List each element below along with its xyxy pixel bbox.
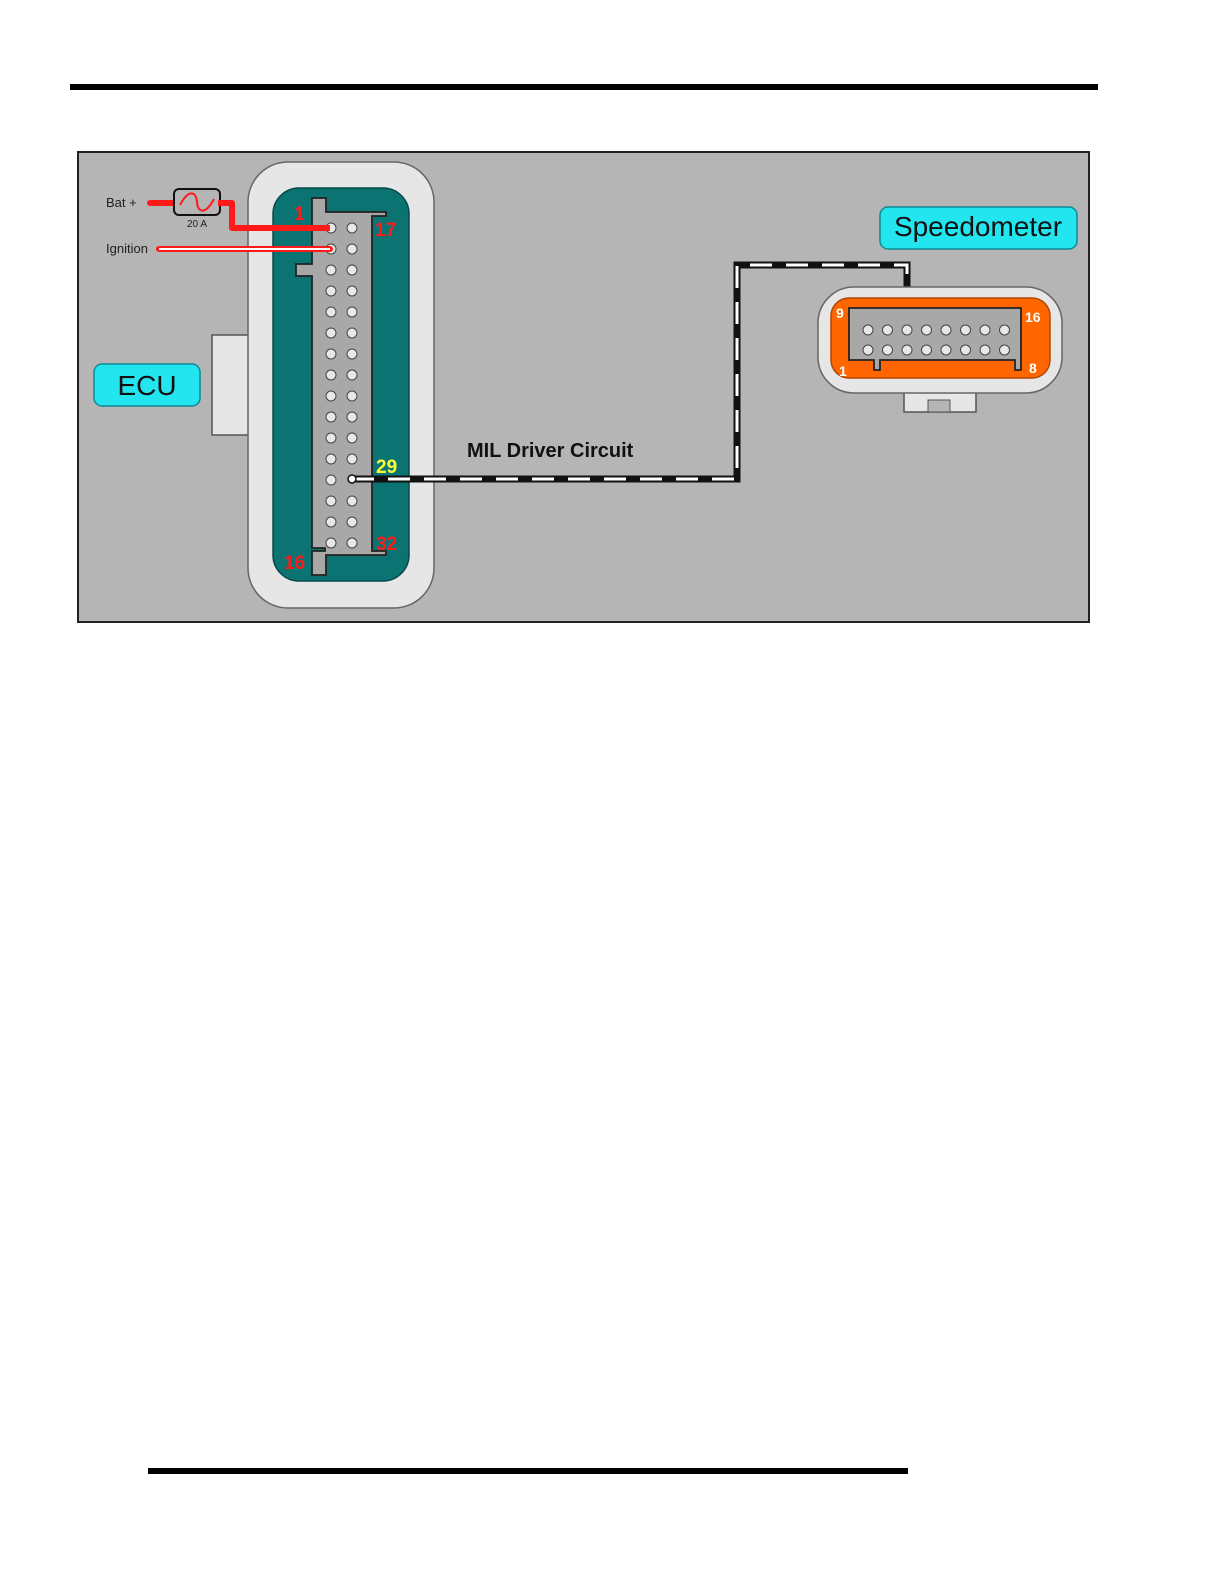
speedo-pin (941, 345, 951, 355)
ecu-pin (326, 370, 336, 380)
speedo-pin (883, 345, 893, 355)
speedo-pin-1-label: 1 (839, 363, 847, 379)
speedo-pin (980, 325, 990, 335)
footer-rule (148, 1468, 908, 1474)
ecu-pin (326, 307, 336, 317)
ecu-pin (347, 349, 357, 359)
ecu-pin (347, 517, 357, 527)
mil-circuit-label: MIL Driver Circuit (467, 440, 634, 462)
ecu-pin (326, 538, 336, 548)
speedo-pin (902, 325, 912, 335)
ecu-pin (347, 496, 357, 506)
speedo-pin (863, 325, 873, 335)
ecu-pin (347, 412, 357, 422)
ecu-pin (347, 370, 357, 380)
ignition-label: Ignition (106, 241, 148, 256)
speedo-pin (863, 345, 873, 355)
ecu-pin (347, 538, 357, 548)
speedo-pin-9-label: 9 (836, 305, 844, 321)
ecu-pin (347, 391, 357, 401)
speedo-latch-slot (928, 400, 950, 412)
ecu-pin (347, 307, 357, 317)
ecu-pin (326, 454, 336, 464)
ecu-pin (326, 412, 336, 422)
speedo-pin (1000, 325, 1010, 335)
ecu-pin (326, 328, 336, 338)
ecu-pin (326, 286, 336, 296)
ecu-pin-29-terminal (348, 475, 356, 483)
speedo-pin (941, 325, 951, 335)
speedo-pin (961, 325, 971, 335)
ecu-pin-29-label: 29 (376, 457, 397, 478)
ecu-pin (347, 223, 357, 233)
speedo-pin (883, 325, 893, 335)
ecu-pin (326, 475, 336, 485)
ecu-pin (326, 433, 336, 443)
ecu-mount-tab (212, 335, 250, 435)
ecu-label: ECU (117, 370, 176, 401)
ecu-pin (347, 433, 357, 443)
bat-plus-label: Bat + (106, 195, 137, 210)
ecu-pin (347, 286, 357, 296)
speedo-pin-16-label: 16 (1025, 309, 1041, 325)
fuse-rating-label: 20 A (187, 219, 207, 230)
ecu-pin-16-label: 16 (284, 553, 305, 574)
speedo-pin (980, 345, 990, 355)
ecu-pin (326, 391, 336, 401)
speedo-pin (922, 345, 932, 355)
speedo-pin (922, 325, 932, 335)
speedo-pin-8-label: 8 (1029, 360, 1037, 376)
ecu-pin-17-label: 17 (375, 220, 396, 241)
ecu-pin-32-label: 32 (376, 534, 397, 555)
ecu-pin (326, 517, 336, 527)
speedo-pin (961, 345, 971, 355)
ecu-pin (347, 244, 357, 254)
ecu-pin (326, 349, 336, 359)
ecu-pin (347, 328, 357, 338)
ecu-pin (347, 265, 357, 275)
speedo-pin (1000, 345, 1010, 355)
speedometer-label: Speedometer (894, 211, 1062, 242)
speedo-pin-block (849, 308, 1021, 370)
ecu-pin (347, 454, 357, 464)
speedo-pin (902, 345, 912, 355)
ecu-pin (326, 496, 336, 506)
ecu-pin (326, 265, 336, 275)
ecu-pin-1-label: 1 (294, 204, 305, 225)
